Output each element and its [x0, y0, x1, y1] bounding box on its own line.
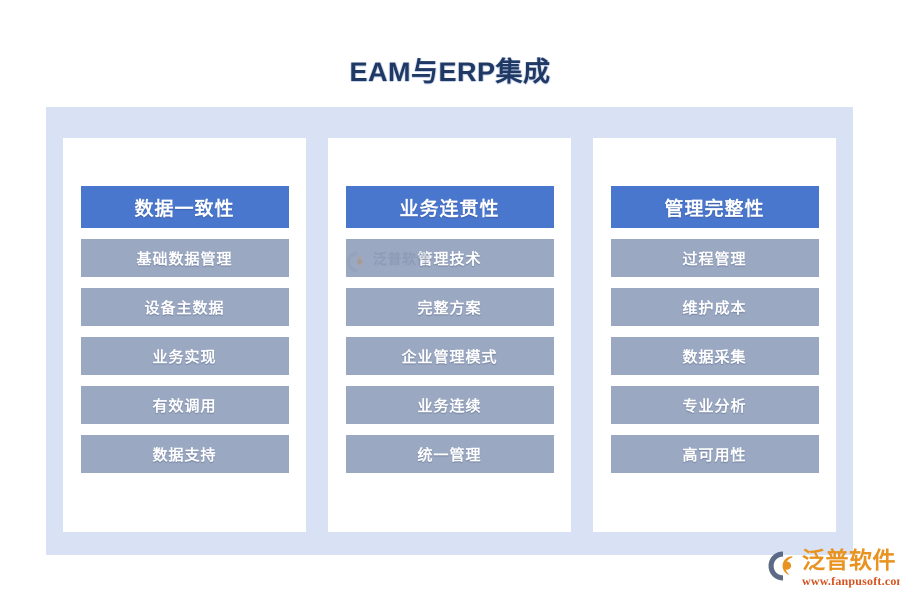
page-title: EAM与ERP集成 — [349, 57, 551, 87]
brand-logo: 泛普软件 www.fanpusoft.com — [766, 548, 900, 594]
list-item[interactable]: 维护成本 — [610, 288, 819, 326]
list-item[interactable]: 完整方案 — [345, 288, 554, 326]
column-header[interactable]: 管理完整性 — [610, 186, 819, 228]
list-item[interactable]: 业务连续 — [345, 386, 554, 424]
list-item[interactable]: 数据支持 — [80, 435, 289, 473]
fanpu-logo-icon — [766, 549, 800, 583]
column-business-continuity: 业务连贯性 管理技术 完整方案 企业管理模式 业务连续 统一管理 — [328, 138, 571, 532]
brand-name: 泛普软件 — [802, 547, 896, 573]
brand-url[interactable]: www.fanpusoft.com — [802, 574, 900, 588]
list-item[interactable]: 有效调用 — [80, 386, 289, 424]
list-item[interactable]: 过程管理 — [610, 239, 819, 277]
brand-text: 泛普软件 www.fanpusoft.com — [802, 547, 900, 588]
column-data-consistency: 数据一致性 基础数据管理 设备主数据 业务实现 有效调用 数据支持 — [63, 138, 306, 532]
list-item[interactable]: 高可用性 — [610, 435, 819, 473]
columns-container: 数据一致性 基础数据管理 设备主数据 业务实现 有效调用 数据支持 业务连贯性 … — [63, 138, 836, 532]
list-item[interactable]: 管理技术 — [345, 239, 554, 277]
column-management-integrity: 管理完整性 过程管理 维护成本 数据采集 专业分析 高可用性 — [593, 138, 836, 532]
column-header[interactable]: 业务连贯性 — [345, 186, 554, 228]
list-item[interactable]: 业务实现 — [80, 337, 289, 375]
content-panel: 数据一致性 基础数据管理 设备主数据 业务实现 有效调用 数据支持 业务连贯性 … — [46, 107, 853, 555]
column-header[interactable]: 数据一致性 — [80, 186, 289, 228]
list-item[interactable]: 统一管理 — [345, 435, 554, 473]
list-item[interactable]: 设备主数据 — [80, 288, 289, 326]
list-item[interactable]: 基础数据管理 — [80, 239, 289, 277]
list-item[interactable]: 专业分析 — [610, 386, 819, 424]
list-item[interactable]: 数据采集 — [610, 337, 819, 375]
list-item[interactable]: 企业管理模式 — [345, 337, 554, 375]
